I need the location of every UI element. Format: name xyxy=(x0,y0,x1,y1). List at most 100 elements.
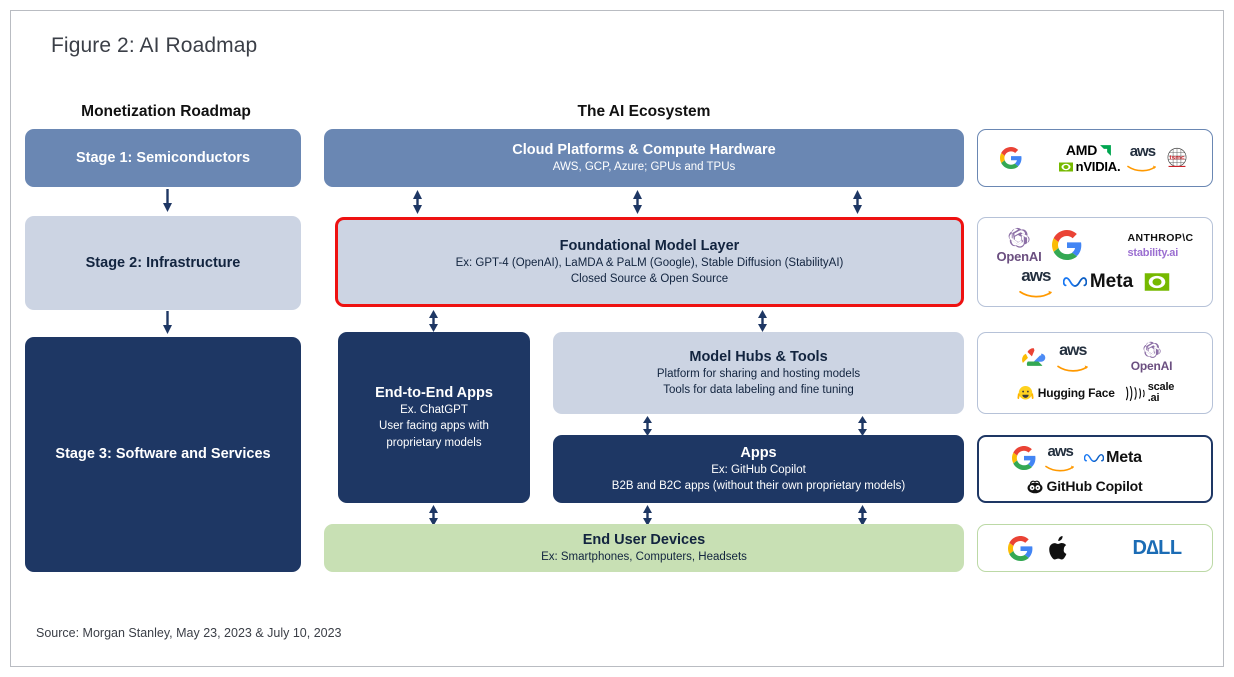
stage-1-label: Stage 1: Semiconductors xyxy=(75,149,251,166)
apple-logo xyxy=(1049,535,1070,561)
box-apps[interactable]: Apps Ex: GitHub Copilot B2B and B2C apps… xyxy=(553,435,964,503)
end-to-end-subtitle-2: User facing apps with xyxy=(379,420,489,433)
amd-label: AMD xyxy=(1065,142,1098,158)
arrow-stage2-to-stage3 xyxy=(161,311,174,335)
figure-frame: Figure 2: AI Roadmap Monetization Roadma… xyxy=(10,10,1224,667)
copilot-mark-icon xyxy=(1027,480,1043,493)
arrow-stage1-to-stage2 xyxy=(161,189,174,213)
end-to-end-subtitle-3: proprietary models xyxy=(386,436,482,449)
amd-arrow-icon xyxy=(1100,144,1112,156)
openai-label: OpenAI xyxy=(1130,359,1173,374)
logo-panel-semiconductor-vendors: AMD nVIDIA. aws xyxy=(977,129,1213,187)
tsmc-logo: tsmc xyxy=(1164,145,1190,171)
aws-logo: aws xyxy=(1019,267,1053,298)
aws-smile-icon xyxy=(1019,290,1052,298)
column-header-monetization: Monetization Roadmap xyxy=(81,103,251,120)
stage-2-label: Stage 2: Infrastructure xyxy=(85,254,241,271)
arrow-cloud-to-foundational-center xyxy=(631,190,644,214)
arrow-end-to-end-to-devices xyxy=(427,505,440,526)
hugging-face-logo: Hugging Face xyxy=(1016,384,1115,403)
stage-3-software-and-services[interactable]: Stage 3: Software and Services xyxy=(25,337,301,572)
meta-label: Meta xyxy=(1106,449,1142,466)
openai-label: OpenAI xyxy=(996,248,1042,264)
microsoft-icon xyxy=(1086,533,1116,563)
devices-title: End User Devices xyxy=(582,531,706,548)
model-hubs-subtitle-1: Platform for sharing and hosting models xyxy=(656,367,861,380)
figure-title: Figure 2: AI Roadmap xyxy=(51,34,258,57)
box-end-user-devices[interactable]: End User Devices Ex: Smartphones, Comput… xyxy=(324,524,964,572)
hugging-face-label: Hugging Face xyxy=(1037,386,1115,401)
aws-label: aws xyxy=(1021,265,1051,285)
anthropic-logo: ANTHROP\C xyxy=(1127,231,1194,244)
nvidia-eye-icon xyxy=(1143,271,1171,293)
aws-logo: aws xyxy=(1056,341,1089,372)
tsmc-label: tsmc xyxy=(1170,154,1186,161)
scale-label: scale xyxy=(1147,380,1175,393)
github-copilot-label: GitHub Copilot xyxy=(1046,478,1143,494)
foundational-subtitle-1: Ex: GPT-4 (OpenAI), LaMDA & PaLM (Google… xyxy=(455,256,844,269)
aws-label: aws xyxy=(1047,443,1073,460)
nvidia-logo: nVIDIA. xyxy=(1058,159,1121,174)
arrow-model-hubs-to-apps-right xyxy=(856,416,869,436)
microsoft-icon xyxy=(1092,232,1118,258)
aws-logo: aws xyxy=(1045,444,1075,472)
github-copilot-logo: GitHub Copilot xyxy=(979,478,1192,494)
arrow-cloud-to-foundational-left xyxy=(411,190,424,214)
apps-subtitle-1: Ex: GitHub Copilot xyxy=(711,463,806,476)
apps-title: Apps xyxy=(740,444,777,461)
amd-nvidia-stack: AMD nVIDIA. xyxy=(1058,142,1121,174)
stability-ai-logo: stability.ai xyxy=(1127,246,1179,259)
stage-1-semiconductors[interactable]: Stage 1: Semiconductors xyxy=(25,129,301,187)
meta-infinity-icon xyxy=(1084,453,1105,463)
arrow-model-hubs-to-apps-left xyxy=(641,416,654,436)
model-hubs-title: Model Hubs & Tools xyxy=(689,348,828,365)
logo-panel-foundational-model-vendors: OpenAI ANTHROP\C stability.ai aws xyxy=(977,217,1213,307)
dell-logo: D∆LL xyxy=(1132,536,1182,559)
stage-2-infrastructure[interactable]: Stage 2: Infrastructure xyxy=(25,216,301,310)
microsoft-icon xyxy=(1151,445,1178,472)
aws-smile-icon xyxy=(1045,465,1075,472)
anthropic-stability-stack: ANTHROP\C stability.ai xyxy=(1128,232,1194,259)
arrow-apps-to-devices-right xyxy=(856,505,869,526)
openai-mark-icon xyxy=(1008,227,1030,248)
logo-panel-model-hub-vendors: aws OpenAI Hugging Fa xyxy=(977,332,1213,414)
microsoft-icon xyxy=(1029,147,1051,169)
openai-logo: OpenAI xyxy=(1131,341,1172,373)
openai-logo: OpenAI xyxy=(996,227,1042,264)
column-header-ecosystem: The AI Ecosystem xyxy=(577,103,711,120)
nvidia-label: nVIDIA. xyxy=(1075,159,1121,174)
apple-mark-icon xyxy=(1049,535,1067,559)
meta-infinity-icon xyxy=(1062,277,1087,287)
aws-smile-icon xyxy=(1127,165,1157,172)
arrow-cloud-to-foundational-right xyxy=(851,190,864,214)
stage-3-label: Stage 3: Software and Services xyxy=(55,446,271,463)
devices-subtitle: Ex: Smartphones, Computers, Headsets xyxy=(541,550,747,563)
arrow-foundational-to-model-hubs xyxy=(756,310,769,332)
apps-subtitle-2: B2B and B2C apps (without their own prop… xyxy=(611,480,906,493)
google-cloud-icon xyxy=(1021,348,1046,367)
google-icon xyxy=(1051,230,1082,260)
box-end-to-end-apps[interactable]: End-to-End Apps Ex. ChatGPT User facing … xyxy=(338,332,530,503)
box-foundational-model-layer[interactable]: Foundational Model Layer Ex: GPT-4 (Open… xyxy=(335,217,964,307)
box-model-hubs-and-tools[interactable]: Model Hubs & Tools Platform for sharing … xyxy=(553,332,964,414)
scale-tld-label: .ai xyxy=(1147,392,1160,405)
meta-label: Meta xyxy=(1089,271,1134,292)
aws-label: aws xyxy=(1059,341,1087,359)
google-icon xyxy=(1012,446,1036,470)
aws-logo: aws xyxy=(1127,144,1157,172)
arrow-apps-to-devices-left xyxy=(641,505,654,526)
cloud-subtitle: AWS, GCP, Azure; GPUs and TPUs xyxy=(552,160,736,173)
amd-logo: AMD xyxy=(1066,142,1112,158)
foundational-title: Foundational Model Layer xyxy=(559,237,740,254)
source-note: Source: Morgan Stanley, May 23, 2023 & J… xyxy=(36,626,342,640)
google-cloud-logo xyxy=(1018,346,1048,368)
meta-logo: Meta xyxy=(1084,449,1142,467)
openai-mark-icon xyxy=(1143,341,1161,359)
logo-panel-app-vendors: aws Meta Git xyxy=(977,435,1213,503)
aws-smile-icon xyxy=(1056,365,1088,372)
box-cloud-platforms[interactable]: Cloud Platforms & Compute Hardware AWS, … xyxy=(324,129,964,187)
arrow-foundational-to-end-to-end xyxy=(427,310,440,332)
scale-waves-icon xyxy=(1125,385,1145,401)
meta-logo: Meta xyxy=(1062,271,1134,293)
scale-ai-logo: scale .ai xyxy=(1124,380,1175,405)
